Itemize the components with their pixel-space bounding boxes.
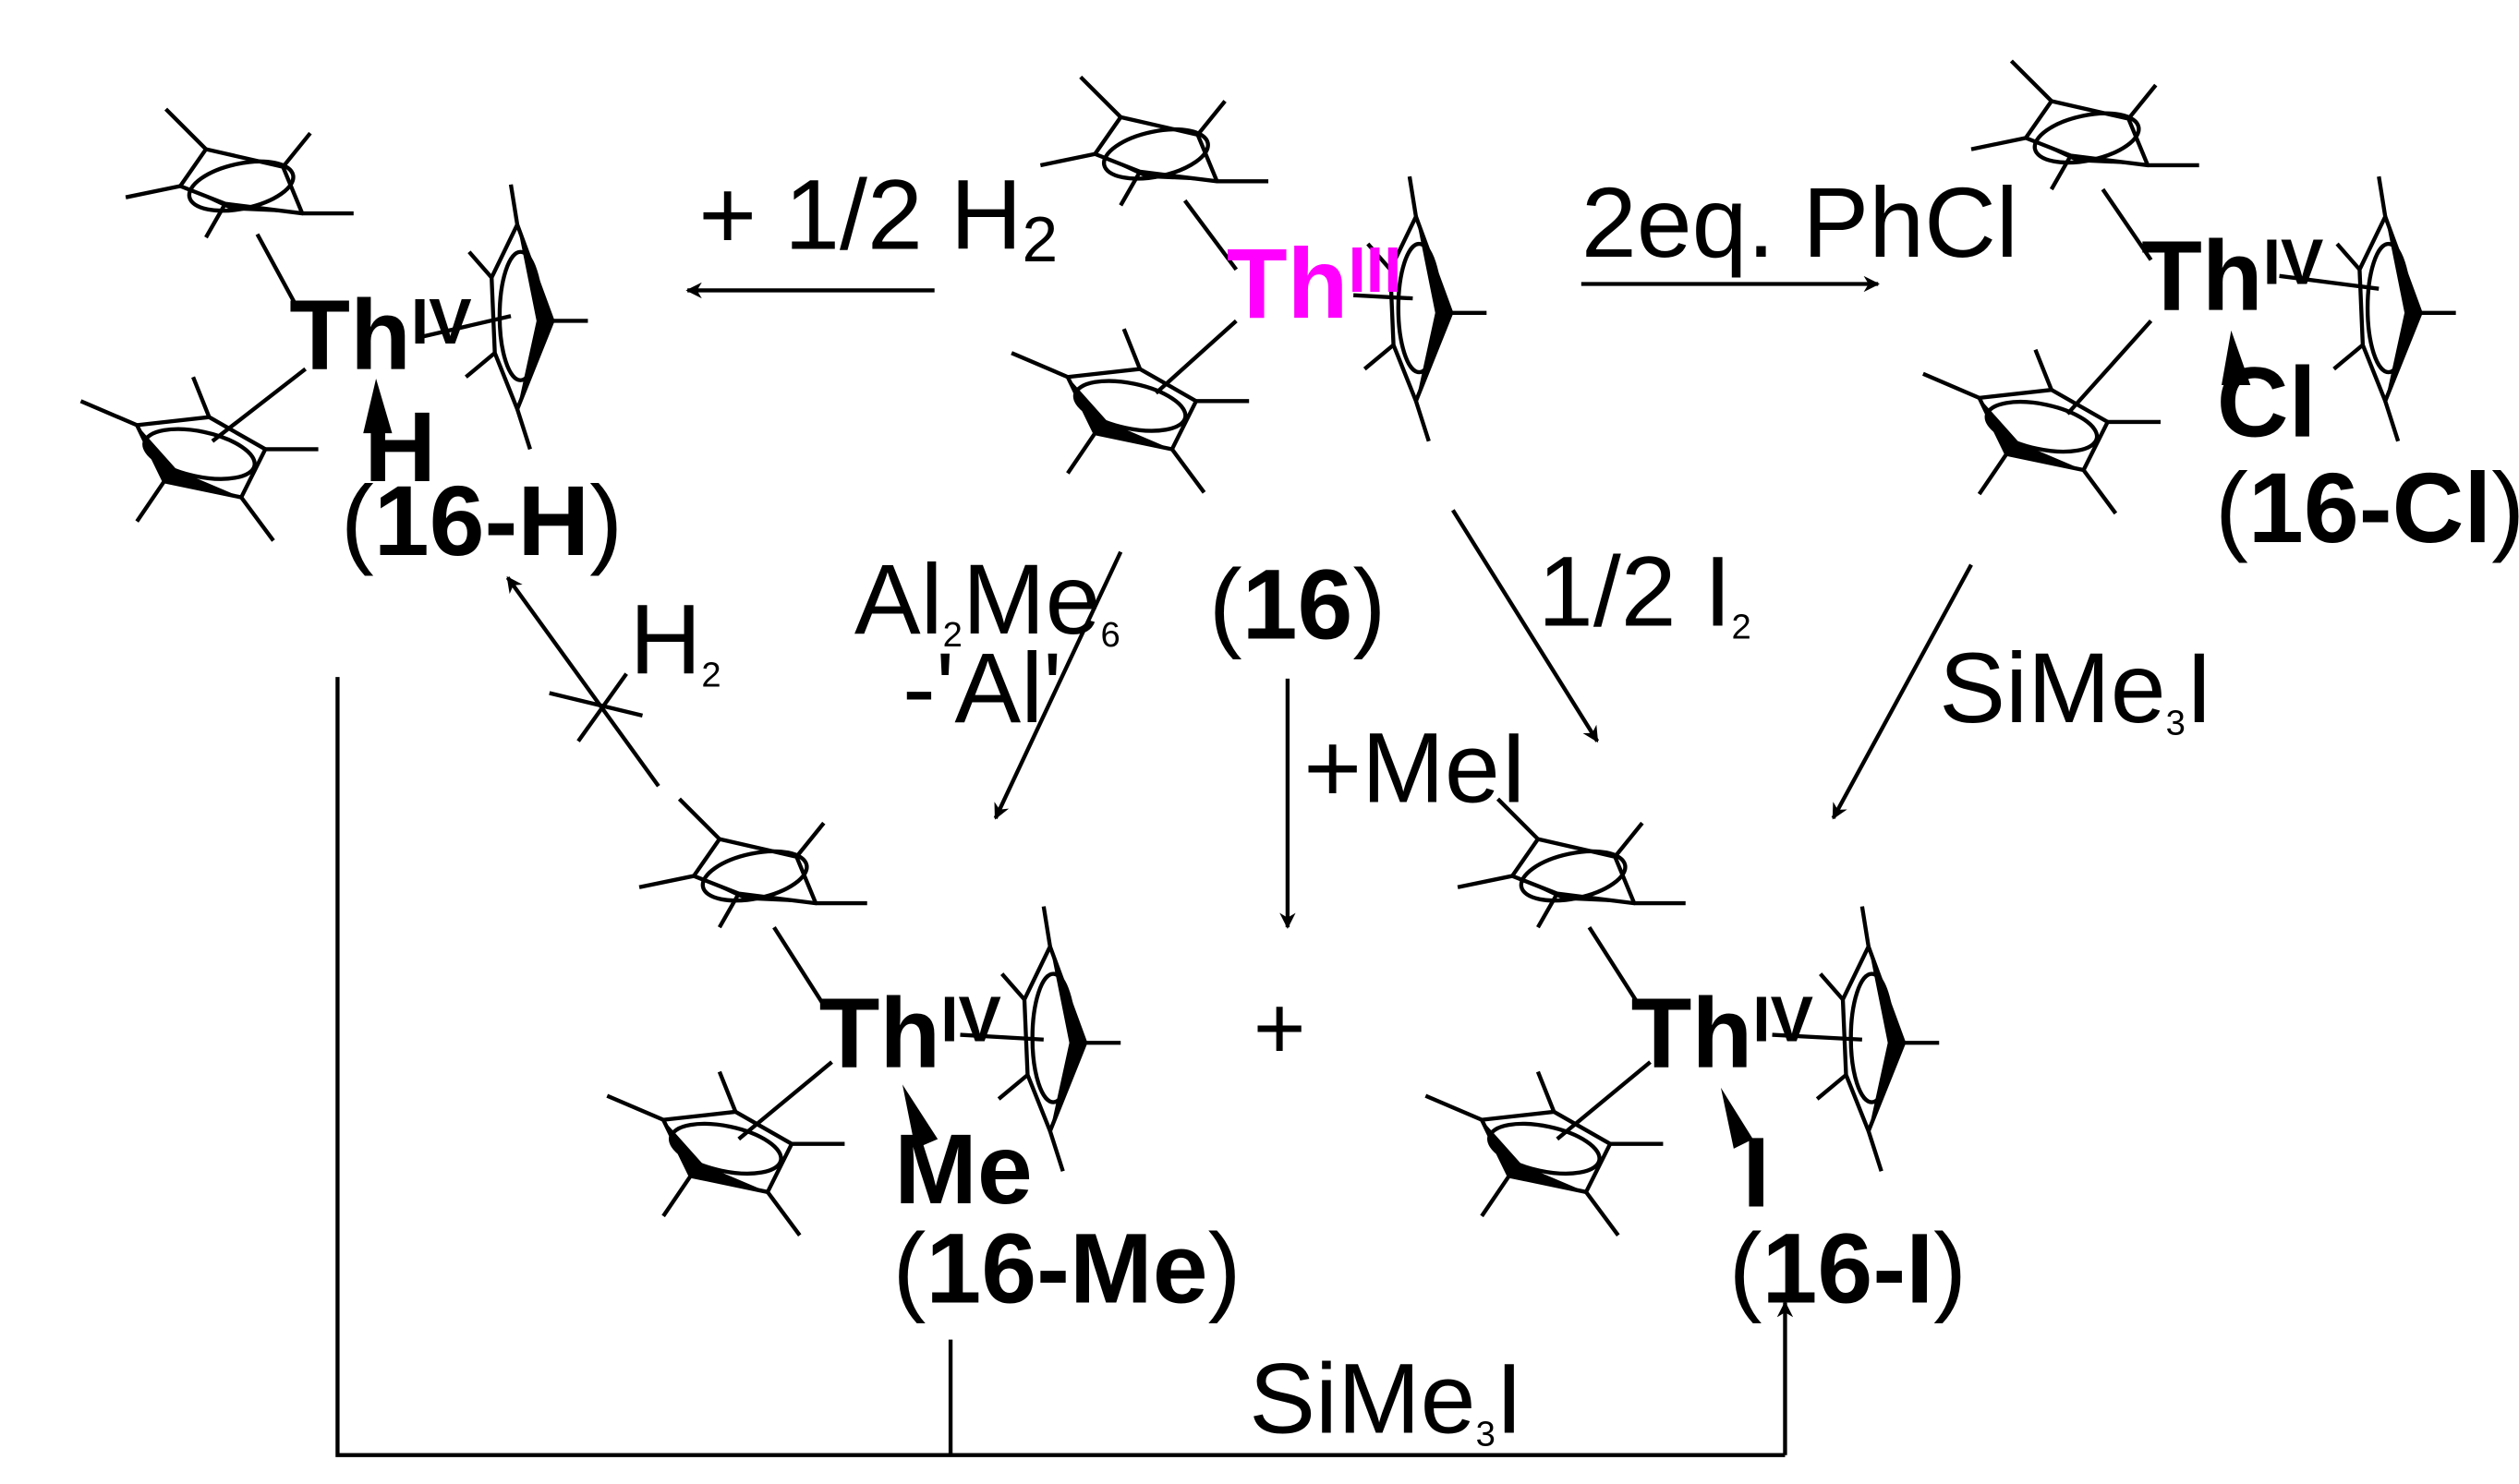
compound-16-h-label: (16-H) xyxy=(341,465,623,576)
reaction-arrows xyxy=(335,275,1973,1457)
arrow-16cl-to-16i xyxy=(1831,563,1973,820)
compound-16-cl: ThIV Cl (16-Cl) xyxy=(1923,61,2519,563)
arrow-16-to-16i xyxy=(1451,509,1600,743)
compound-16-me-label: (16-Me) xyxy=(893,1213,1241,1324)
blocked-cross-b xyxy=(576,672,628,742)
arrow-16me-to-16h-blocked xyxy=(505,576,660,788)
blocked-cross-a xyxy=(549,691,644,718)
compound-16-cl-label: (16-Cl) xyxy=(2215,452,2519,563)
compound-16-label: (16) xyxy=(1209,548,1387,659)
th-iv-label: ThIV xyxy=(1631,976,1813,1088)
compound-16-h: ThIV H (16-H) xyxy=(80,109,623,576)
compound-16-i: ThIV I (16-I) xyxy=(1425,799,1967,1324)
reagent-half-i2: 1/2 I2 xyxy=(1538,536,1751,647)
reagent-half-h2: + 1/2 H2 xyxy=(698,158,1058,275)
compound-16-me: ThIV Me (16-Me) xyxy=(607,799,1241,1324)
hydride-label: H xyxy=(364,391,436,502)
reagent-mei: +MeI xyxy=(1303,712,1527,824)
compound-16: ThIII (16) xyxy=(1011,77,1486,659)
th-iv-label: ThIV xyxy=(819,976,1001,1088)
methyl-label: Me xyxy=(894,1113,1033,1225)
plus-sign: + xyxy=(1253,978,1306,1079)
compound-16-i-label: (16-I) xyxy=(1729,1213,1967,1324)
arrow-16-to-16me xyxy=(993,550,1123,820)
reagent-h2: H2 xyxy=(630,584,721,695)
reagent-sime3i-bottom: SiMe3I xyxy=(1249,1342,1523,1454)
reagent-sime3i-right: SiMe3I xyxy=(1939,632,2213,743)
th-iv-label: ThIV xyxy=(2141,219,2323,331)
chloride-label: Cl xyxy=(2217,346,2317,458)
reagent-al2me6: Al2Me6 xyxy=(854,543,1120,655)
th-iv-label: ThIV xyxy=(289,279,471,391)
bracket-bottom xyxy=(335,677,1786,1457)
reagent-al-byproduct: -'Al' xyxy=(902,632,1062,743)
th-iii-label: ThIII xyxy=(1227,227,1402,339)
iodide-label: I xyxy=(1742,1116,1770,1227)
reagent-phcl: 2eq. PhCl xyxy=(1581,166,2018,278)
